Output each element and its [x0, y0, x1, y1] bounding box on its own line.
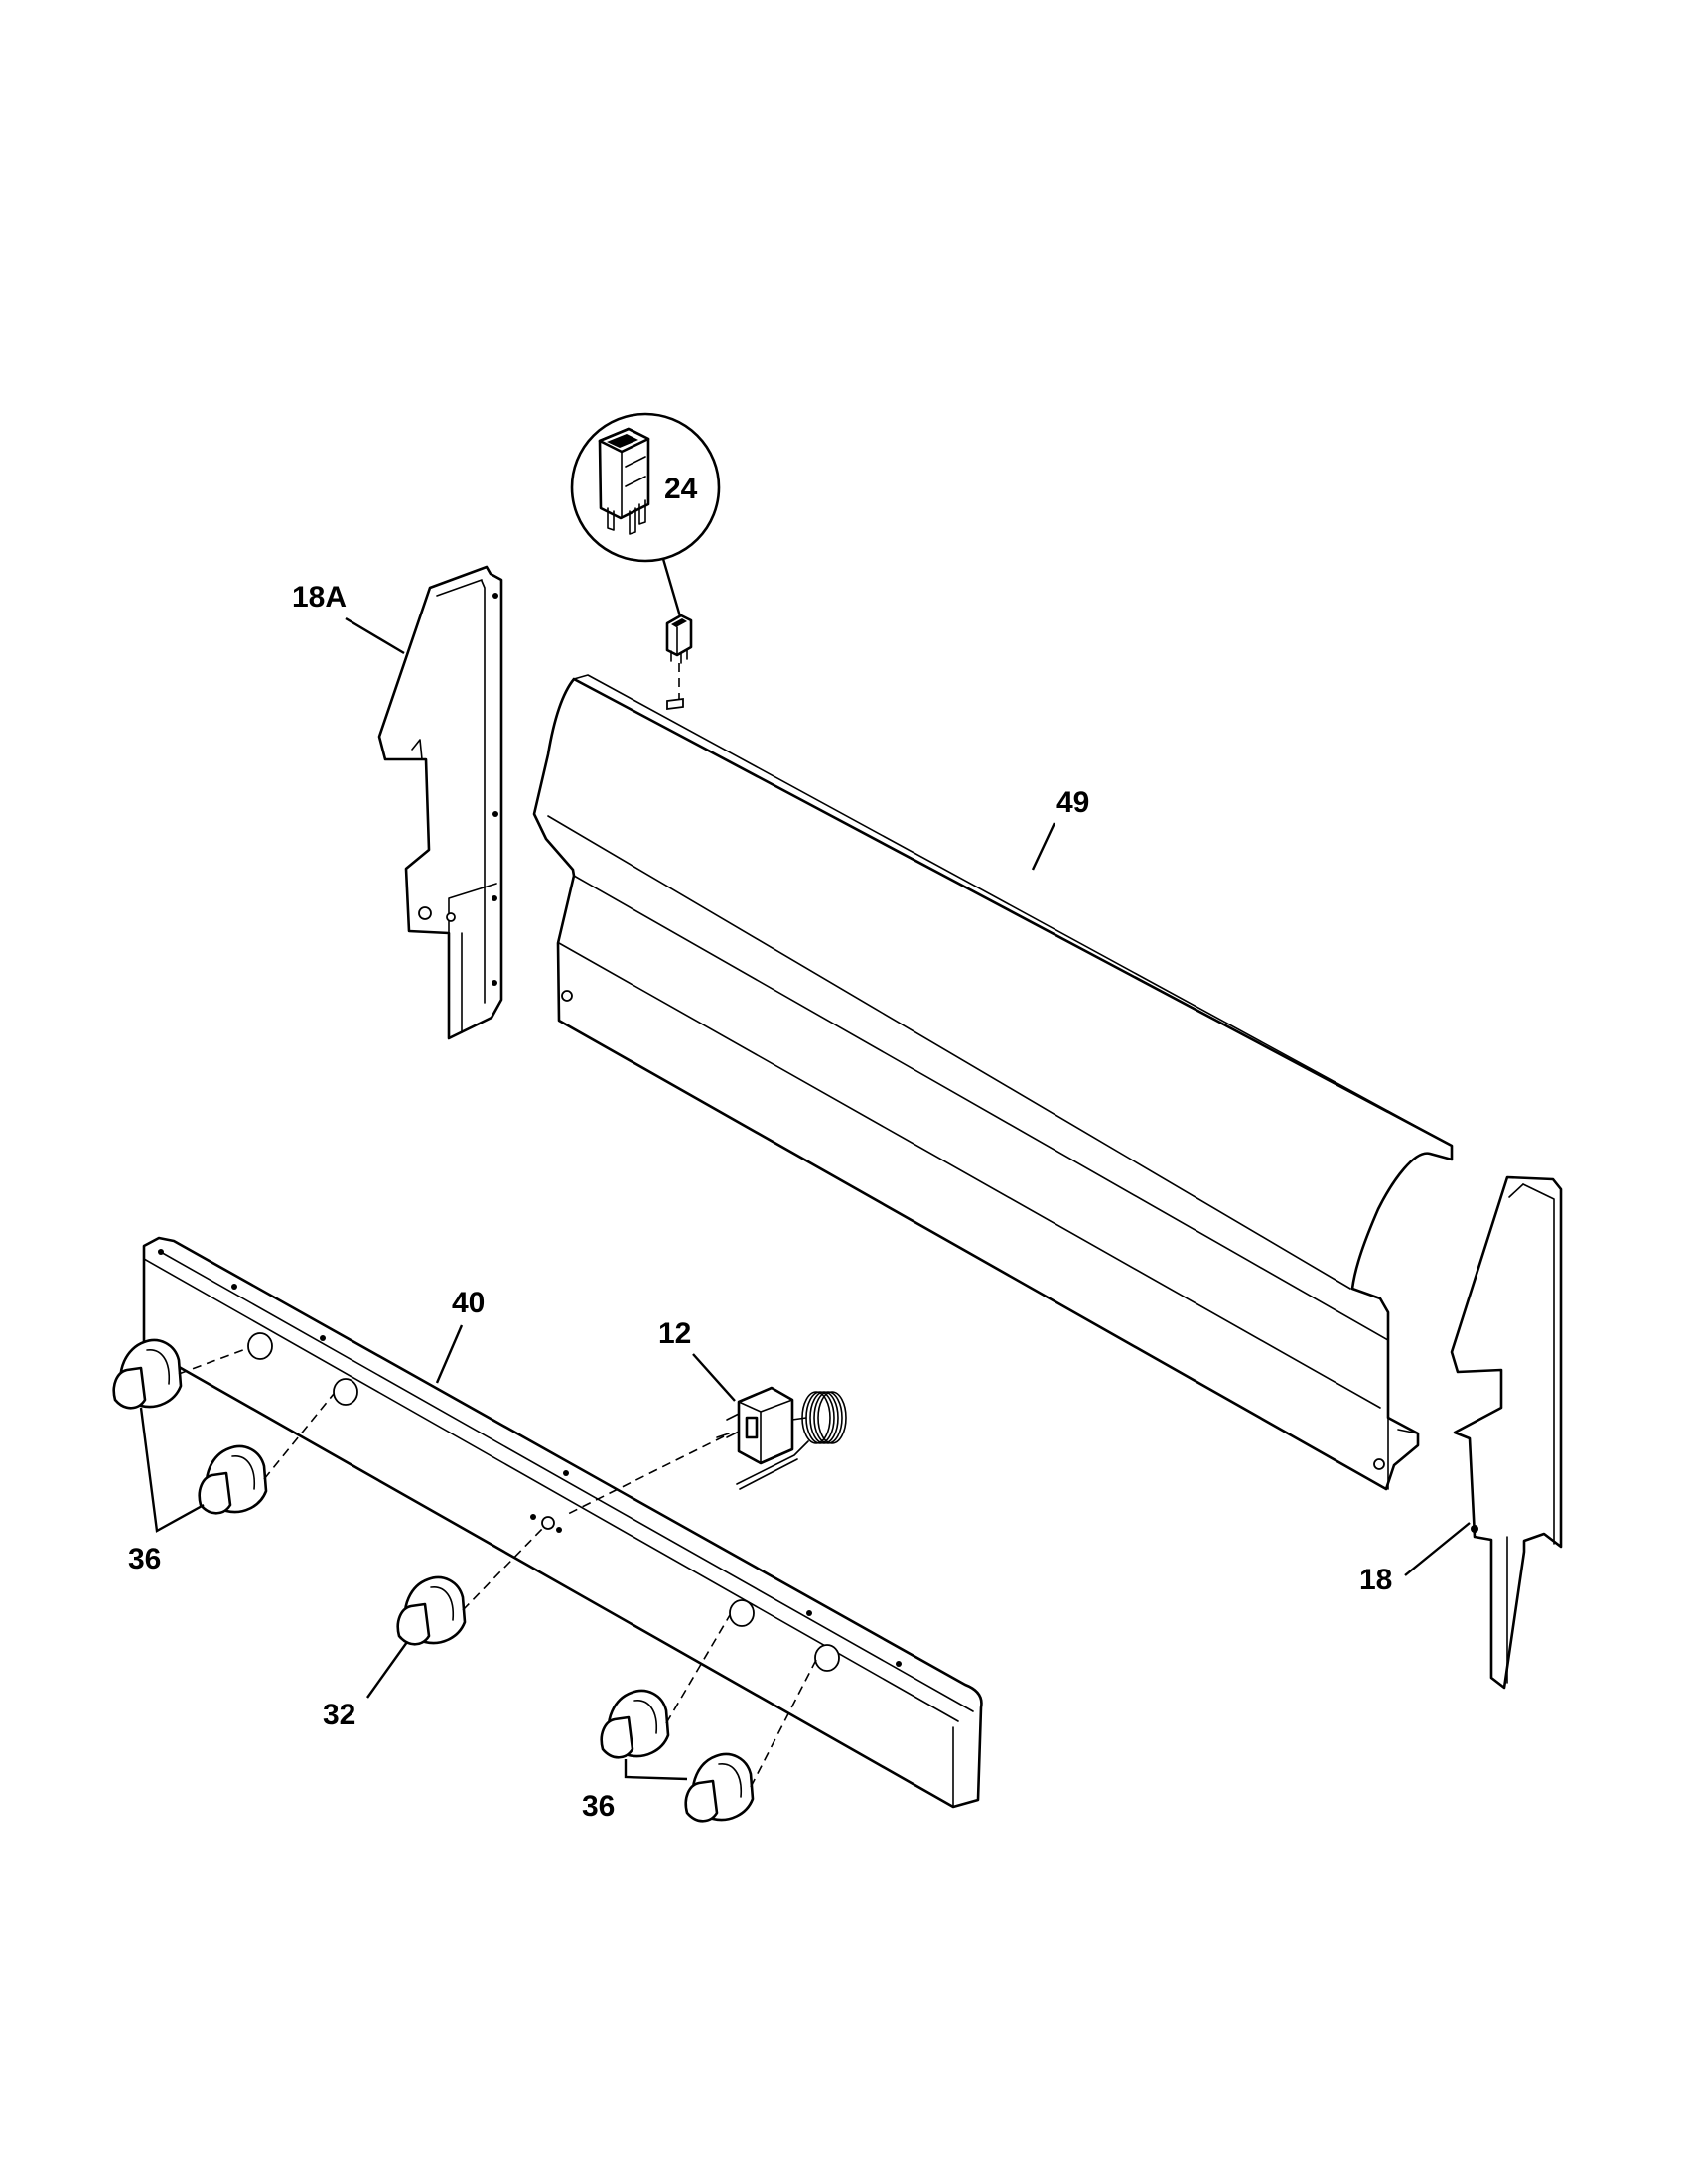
leader-36-right [624, 1759, 688, 1781]
switch-magnifier-24 [570, 412, 721, 563]
callout-18a: 18A [292, 581, 347, 614]
leader-18 [1404, 1522, 1471, 1576]
knob-36-d [684, 1752, 755, 1823]
leader-18a [345, 616, 405, 655]
callout-32: 32 [323, 1699, 355, 1731]
knob-36-a [112, 1338, 183, 1410]
knob-36-b [198, 1444, 268, 1515]
callout-49: 49 [1056, 786, 1089, 819]
callout-40: 40 [452, 1287, 485, 1319]
leader-24 [661, 558, 682, 617]
control-panel-40 [142, 1236, 983, 1809]
leader-12 [692, 1353, 736, 1402]
knob-hole-3 [729, 1599, 755, 1627]
rocker-switch-24 [665, 614, 693, 664]
callout-24: 24 [664, 473, 698, 505]
callout-12: 12 [658, 1317, 691, 1350]
backguard-panel-49 [532, 674, 1454, 1491]
knob-36-c [600, 1689, 670, 1759]
knob-path-3 [462, 1526, 545, 1611]
knob-path-2 [263, 1393, 335, 1480]
callout-36-right: 36 [582, 1790, 615, 1823]
knob-hole-1 [247, 1332, 273, 1360]
left-side-trim-18a [377, 565, 503, 1040]
leader-49 [1031, 822, 1056, 871]
knob-path-1 [178, 1347, 249, 1375]
leader-36-left [139, 1407, 205, 1533]
callout-18: 18 [1359, 1564, 1392, 1596]
knob-hole-2 [333, 1378, 358, 1406]
knob-path-5 [750, 1659, 817, 1788]
right-side-trim-18 [1450, 1175, 1563, 1690]
leader-40 [435, 1324, 464, 1384]
knob-path-4 [665, 1614, 731, 1724]
leader-32 [366, 1641, 408, 1699]
knob-hole-4 [814, 1644, 840, 1672]
knob-32 [396, 1575, 467, 1646]
callout-36-left: 36 [128, 1543, 161, 1575]
thermostat-12 [716, 1386, 847, 1490]
